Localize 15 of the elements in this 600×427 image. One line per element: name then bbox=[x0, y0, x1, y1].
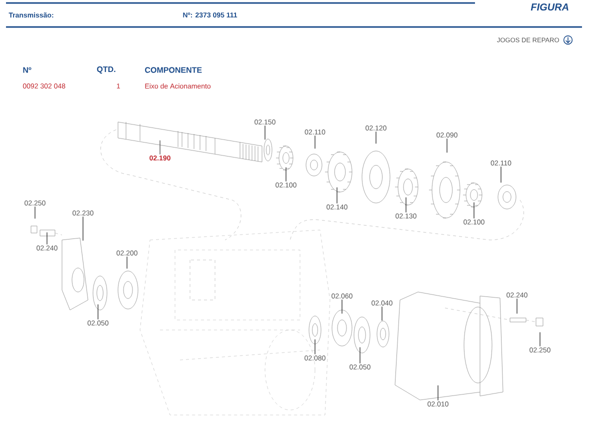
column-header: QTD. bbox=[97, 66, 116, 74]
leader-line bbox=[336, 186, 338, 204]
column-header: COMPONENTE bbox=[145, 67, 202, 73]
leader-line bbox=[126, 256, 128, 270]
leader-line bbox=[516, 298, 518, 314]
leader-line bbox=[500, 166, 502, 184]
leader-line bbox=[446, 138, 448, 154]
leader-line bbox=[82, 216, 84, 242]
leader-line bbox=[314, 338, 316, 355]
leader-line bbox=[46, 232, 48, 245]
column-header: Nº bbox=[23, 67, 32, 73]
leader-line bbox=[34, 206, 36, 220]
leader-line bbox=[264, 125, 266, 140]
leader-line bbox=[314, 135, 316, 150]
heading: FIGURA bbox=[530, 3, 568, 11]
